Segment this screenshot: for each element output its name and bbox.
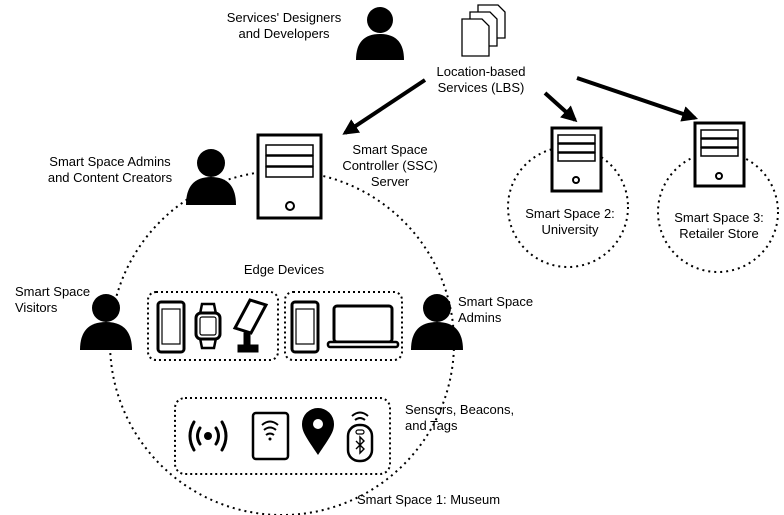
arrow-lbs-to-space3: [576, 76, 699, 122]
smartwatch-icon: [194, 302, 222, 350]
server-icon: [550, 126, 603, 193]
person-icon: [80, 294, 132, 350]
lbs-label: Location-based Services (LBS): [436, 64, 526, 95]
server-icon: [256, 133, 323, 220]
ssc-server-label: Smart Space Controller (SSC) Server: [342, 142, 438, 189]
broadcast-icon: [188, 420, 228, 452]
wifi-tag-icon: [251, 411, 290, 461]
arrow-lbs-to-ssc: [342, 78, 427, 135]
documents-icon: [461, 4, 506, 57]
arrow-lbs-to-space2: [543, 91, 578, 123]
location-pin-icon: [302, 408, 334, 455]
space-2-label: Smart Space 2: University: [525, 206, 615, 237]
visitors-label: Smart Space Visitors: [15, 284, 91, 315]
designers-label: Services' Designers and Developers: [226, 10, 342, 41]
person-icon: [356, 7, 404, 60]
laptop-icon: [326, 304, 400, 349]
edge-devices-label: Edge Devices: [243, 262, 325, 277]
person-icon: [186, 149, 236, 205]
server-icon: [693, 121, 746, 188]
smartphone-icon: [156, 300, 186, 354]
space-3-label: Smart Space 3: Retailer Store: [674, 210, 764, 241]
kiosk-icon: [232, 298, 269, 353]
smartphone-icon: [290, 300, 320, 354]
admins-label: Smart Space Admins: [458, 294, 534, 325]
sensors-label: Sensors, Beacons, and Tags: [405, 402, 515, 433]
bluetooth-tag-icon: [346, 411, 374, 463]
person-icon: [411, 294, 463, 350]
admins-content-creators-label: Smart Space Admins and Content Creators: [47, 154, 173, 185]
space-1-label: Smart Space 1: Museum: [357, 492, 501, 507]
